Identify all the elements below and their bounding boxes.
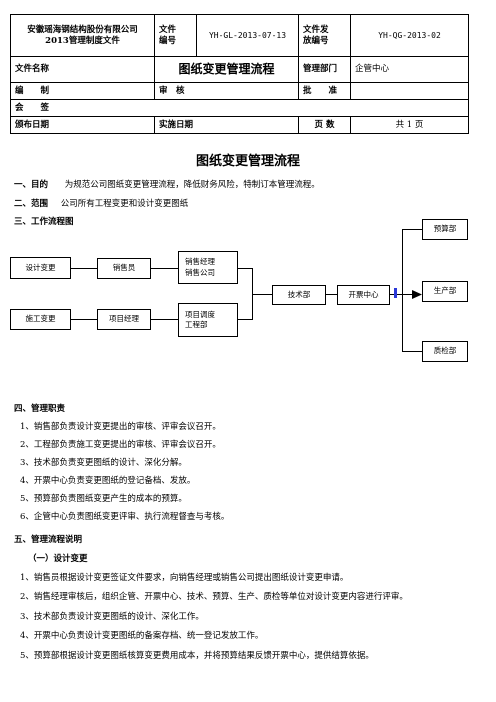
node-project-manager: 项目经理 [97, 309, 151, 330]
connector-line [238, 319, 252, 320]
file-no-label-1: 文件 [159, 24, 177, 35]
pages-label: 页 数 [298, 116, 351, 134]
issue-date-label: 颁布日期 [10, 116, 155, 134]
effective-date-label: 实施日期 [154, 116, 299, 134]
node-tech-dept: 技术部 [272, 285, 326, 305]
process-item: 2、销售经理审核后，组织企管、开票中心、技术、预算、生产、质检等单位对设计变更内… [20, 592, 408, 602]
file-name: 图纸变更管理流程 [154, 56, 299, 83]
connector-line [326, 294, 337, 295]
connector-line [151, 268, 178, 269]
node-project-dispatch: 项目调度 工程部 [178, 303, 238, 337]
node-design-change: 设计变更 [10, 257, 71, 279]
node-budget-dept: 预算部 [422, 219, 468, 240]
approve-label: 批 准 [298, 82, 351, 100]
dept-label: 管理部门 [298, 56, 351, 83]
doc-series: 2013管理制度文件 [45, 35, 120, 46]
node-production-dept: 生产部 [422, 281, 468, 302]
review-label: 审 核 [154, 82, 299, 100]
node-construction-change: 施工变更 [10, 309, 71, 330]
pages-value: 共 1 页 [350, 116, 469, 134]
section-scope: 二、范围 公司所有工程变更和设计变更图纸 [14, 197, 188, 209]
responsibility-item: 5、预算部负责图纸变更产生的成本的预算。 [20, 494, 187, 504]
flowchart-heading: 三、工作流程图 [14, 217, 74, 227]
selection-marker-icon [394, 288, 397, 298]
arrow-right-icon [412, 290, 422, 299]
node-qc-dept: 质检部 [422, 341, 468, 362]
purpose-text: 为规范公司图纸变更管理流程，降低财务风险，特制订本管理流程。 [64, 180, 320, 190]
node-sales-staff: 销售员 [97, 258, 151, 279]
scope-heading: 二、范围 [14, 199, 49, 209]
approve-value [350, 82, 469, 100]
sign-label: 会 签 [10, 99, 469, 117]
connector-line [402, 229, 422, 230]
file-name-label: 文件名称 [10, 56, 155, 83]
company-cell: 安徽瑶海钢结构股份有限公司 2013管理制度文件 [10, 14, 155, 57]
responsibility-item: 2、工程部负责施工变更提出的审核、评审会议召开。 [20, 440, 221, 450]
purpose-heading: 一、目的 [14, 180, 49, 190]
issue-no-label-cell: 文件发 放编号 [298, 14, 351, 57]
connector-line [238, 268, 252, 269]
issue-no: YH-QG-2013-02 [350, 14, 469, 57]
document-header-table: 安徽瑶海钢结构股份有限公司 2013管理制度文件 文件 编号 YH-GL-201… [10, 14, 469, 134]
connector-line [151, 319, 178, 320]
scope-text: 公司所有工程变更和设计变更图纸 [60, 199, 189, 209]
compile-label: 编 制 [10, 82, 155, 100]
process-item: 1、销售员根据设计变更签证文件要求，向销售经理或销售公司提出图纸设计变更申请。 [20, 573, 349, 583]
dept-value: 企管中心 [350, 56, 469, 83]
file-no-label-cell: 文件 编号 [154, 14, 197, 57]
process-item: 4、开票中心负责设计变更图纸的备案存档、统一登记发放工作。 [20, 631, 264, 641]
file-no-label-2: 编号 [159, 35, 177, 46]
company-name: 安徽瑶海钢结构股份有限公司 [27, 24, 138, 35]
connector-line [71, 319, 97, 320]
responsibility-item: 4、开票中心负责变更图纸的登记备档、发放。 [20, 476, 196, 486]
project-dispatch-label: 项目调度 [185, 309, 215, 319]
connector-line [252, 294, 272, 295]
process-item: 3、技术部负责设计变更图纸的设计、深化工作。 [20, 612, 204, 622]
connector-line [71, 268, 97, 269]
connector-line [402, 351, 422, 352]
responsibility-item: 6、企管中心负责图纸变更评审、执行流程督查与考核。 [20, 512, 230, 522]
sales-company-label: 销售公司 [185, 267, 215, 277]
issue-no-label-2: 放编号 [303, 35, 329, 46]
node-ticket-center: 开票中心 [337, 285, 390, 305]
process-item: 5、预算部根据设计变更图纸核算变更费用成本，并将预算结果反馈开票中心，提供结算依… [20, 651, 374, 661]
node-sales-manager: 销售经理 销售公司 [178, 251, 238, 284]
issue-no-label-1: 文件发 [303, 24, 329, 35]
responsibilities-heading: 四、管理职责 [14, 404, 66, 414]
file-no: YH-GL-2013-07-13 [196, 14, 299, 57]
connector-line [402, 229, 403, 351]
process-heading: 五、管理流程说明 [14, 535, 83, 545]
design-change-subheading: （一）设计变更 [28, 554, 88, 564]
document-title: 图纸变更管理流程 [195, 154, 300, 169]
responsibility-item: 3、技术部负责变更图纸的设计、深化分解。 [20, 458, 187, 468]
engineering-dept-label: 工程部 [185, 320, 208, 329]
section-purpose: 一、目的 为规范公司图纸变更管理流程，降低财务风险，特制订本管理流程。 [14, 178, 320, 190]
responsibility-item: 1、销售部负责设计变更提出的审核、评审会议召开。 [20, 422, 221, 432]
sales-manager-label: 销售经理 [185, 257, 215, 267]
